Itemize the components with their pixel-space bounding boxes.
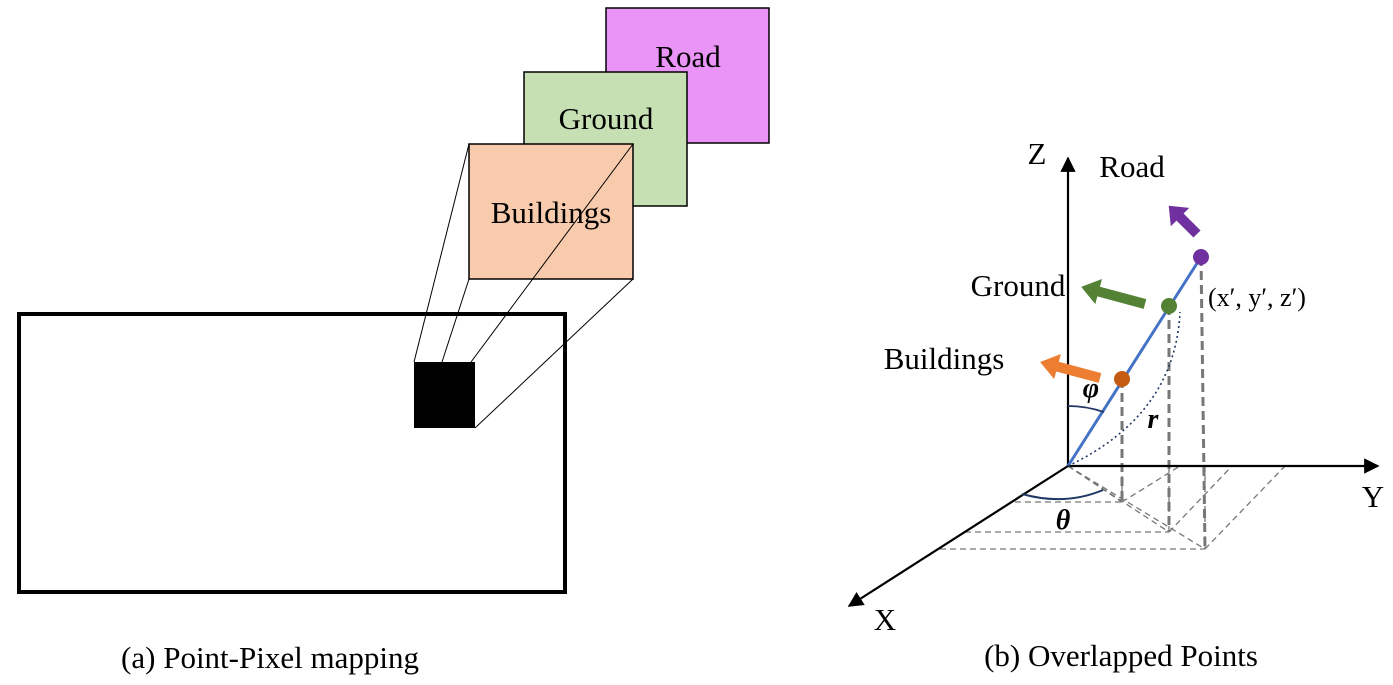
layer-ground-label: Ground <box>559 101 654 136</box>
ray-line <box>1066 256 1203 467</box>
layer-buildings-box <box>468 143 634 280</box>
point-ground <box>1161 298 1177 314</box>
r-arc <box>1067 311 1181 467</box>
point-road <box>1193 249 1209 265</box>
panel-b: Z Y X Road Ground Buildings (x′, y′, z′)… <box>847 136 1384 673</box>
label-r: r <box>1148 404 1160 435</box>
x-axis-label: X <box>874 602 896 637</box>
arrow-ground <box>1081 279 1147 309</box>
arrow-buildings <box>1040 354 1102 383</box>
phi-arc <box>1067 405 1105 413</box>
layer-road-label: Road <box>655 39 721 74</box>
arrow-road <box>1168 205 1201 238</box>
x-axis <box>847 465 1069 607</box>
projection-grid <box>940 465 1286 550</box>
drop-lines <box>1120 256 1207 550</box>
label-phi: φ <box>1083 373 1099 404</box>
panel-a: Road Ground Buildings (a) Point-Pixel ma… <box>17 7 770 675</box>
theta-arc <box>1021 489 1104 501</box>
label-ground: Ground <box>971 268 1066 303</box>
label-theta: θ <box>1056 505 1071 536</box>
z-axis-label: Z <box>1028 136 1047 171</box>
y-axis-label: Y <box>1362 479 1384 514</box>
label-road: Road <box>1099 149 1165 184</box>
label-point-coords: (x′, y′, z′) <box>1208 283 1306 312</box>
pixel-block <box>414 362 475 428</box>
projection-lines <box>413 143 634 429</box>
label-buildings: Buildings <box>884 341 1005 376</box>
caption-a: (a) Point-Pixel mapping <box>121 640 419 675</box>
point-buildings <box>1114 371 1130 387</box>
caption-b: (b) Overlapped Points <box>984 638 1258 673</box>
layer-buildings-label: Buildings <box>491 195 612 230</box>
image-frame <box>17 312 567 594</box>
